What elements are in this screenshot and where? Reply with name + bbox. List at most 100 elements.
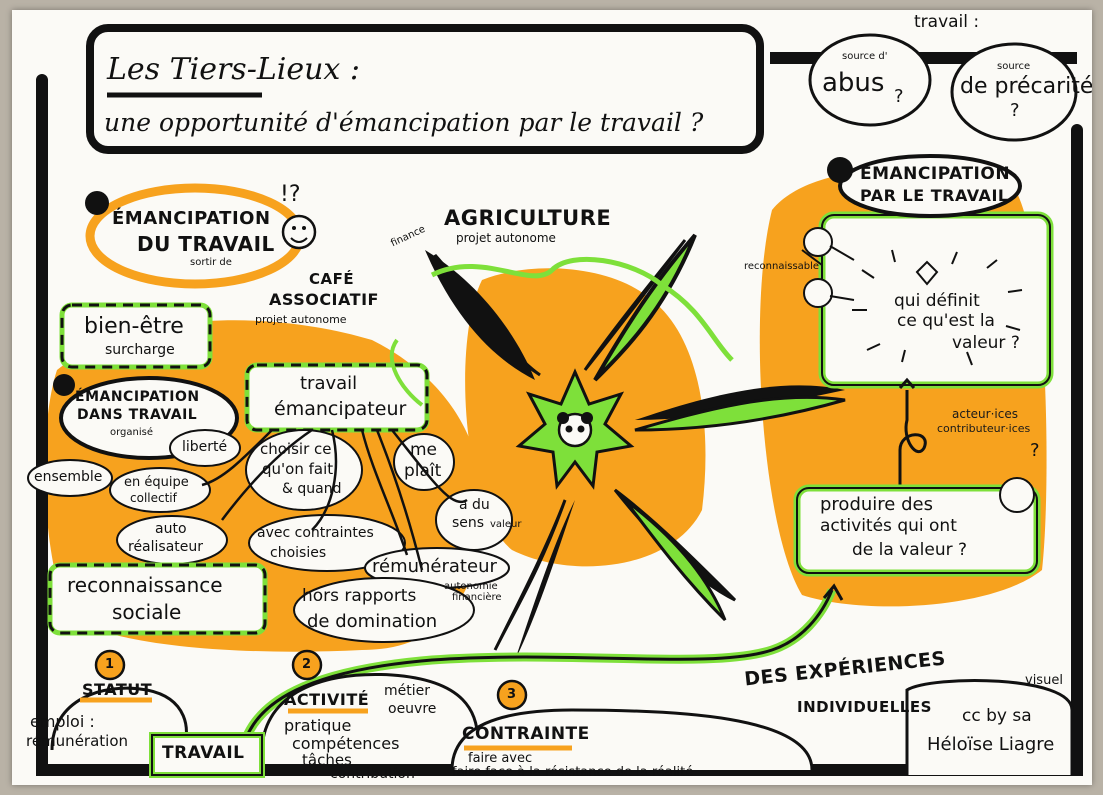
abus-question-mark: ?	[894, 86, 904, 107]
credits-box	[905, 678, 1074, 775]
number-1-badge	[94, 649, 126, 681]
abus-bubble	[808, 33, 932, 127]
du-sens-line1: a du	[459, 497, 490, 513]
contraintes-line1: avec contraintes	[257, 525, 374, 541]
equipe-bubble	[109, 467, 211, 513]
agriculture-label: AGRICULTURE	[444, 206, 612, 230]
exclamation-question: !?	[280, 182, 301, 207]
emploi-line1: emploi :	[30, 712, 95, 731]
sketchnote-paper: Les Tiers-Lieux : une opportunité d'éman…	[12, 10, 1092, 785]
precarite-small: source	[997, 61, 1031, 72]
equipe-line1: en équipe	[124, 475, 189, 490]
reconnaissance-line2: sociale	[112, 600, 182, 624]
number-3: 3	[507, 687, 517, 702]
bullet-dot	[85, 191, 109, 215]
activite-label: ACTIVITÉ	[284, 690, 370, 709]
reconnaissance-box	[47, 562, 268, 636]
central-flower	[425, 233, 846, 660]
precarite-question-mark: ?	[1010, 100, 1020, 121]
rays	[852, 249, 1023, 366]
remunerateur-label: rémunérateur	[372, 556, 497, 577]
agriculture-sub: projet autonome	[456, 231, 556, 245]
acteurs-line1: acteur·ices	[952, 407, 1018, 421]
equipe-line2: collectif	[130, 491, 177, 505]
acteurs-line2: contributeur·ices	[937, 422, 1031, 435]
reconnaissance-line1: reconnaissance	[67, 573, 223, 597]
me-plait-bubble	[393, 433, 455, 491]
emancipation-dans-line1: ÉMANCIPATION	[75, 389, 200, 405]
green-vine-top	[430, 256, 734, 362]
bien-etre-label: bien-être	[84, 314, 184, 339]
produire-line1: produire des	[820, 494, 933, 515]
emancipation-par-line1: ÉMANCIPATION	[860, 164, 1011, 184]
person-icon-1	[803, 227, 833, 257]
cafe-line2: ASSOCIATIF	[269, 290, 379, 309]
number-2-badge	[291, 649, 323, 681]
precarite-bubble	[950, 42, 1078, 142]
emancipation-du-travail-line1: ÉMANCIPATION	[112, 208, 271, 229]
diamond-icon	[915, 260, 939, 286]
number-3-badge	[496, 679, 528, 711]
title-box	[86, 24, 764, 154]
choisir-line3: & quand	[282, 481, 342, 497]
number-1: 1	[105, 657, 115, 672]
emploi-line2: rémunération	[26, 732, 129, 750]
faire-line1: faire avec	[468, 751, 533, 766]
number-2: 2	[302, 657, 312, 672]
ensemble-bubble	[27, 459, 113, 497]
contraintes-bubble	[248, 514, 406, 572]
surcharge-label: surcharge	[105, 342, 175, 358]
me-plait-line1: me	[410, 440, 438, 460]
faire-line2: faire face à la résistance de la réalité	[452, 765, 694, 780]
liberte-label: liberté	[182, 439, 228, 455]
auto-line1: auto	[155, 521, 187, 537]
me-plait-line2: plaît	[404, 461, 442, 481]
travail-em-line1: travail	[300, 373, 358, 394]
cc-label: cc by sa	[962, 706, 1032, 726]
author-label: Héloïse Liagre	[927, 734, 1055, 755]
title-line1: Les Tiers-Lieux :	[107, 52, 360, 87]
activite-bubble	[260, 672, 480, 753]
emancipation-dans-line2: DANS TRAVAIL	[77, 407, 198, 423]
travail-em-line2: émancipateur	[274, 398, 407, 420]
contribution-label: contribution	[330, 766, 415, 782]
thinking-person-icon	[999, 477, 1035, 513]
emancipation-par-line2: PAR LE TRAVAIL	[860, 186, 1009, 205]
metier-line2: oeuvre	[388, 701, 437, 717]
ensemble-label: ensemble	[34, 469, 103, 485]
hors-rapports-bubble	[293, 577, 475, 643]
du-sens-line2: sens	[452, 515, 485, 531]
liberte-bubble	[169, 429, 241, 467]
choisir-line1: choisir ce	[260, 440, 332, 458]
green-vine-left	[389, 338, 424, 407]
smiley-face	[281, 214, 317, 250]
precarite-word: de précarité	[960, 74, 1092, 99]
metier-line1: métier	[384, 683, 430, 699]
valeur-q1: qui définit	[894, 291, 980, 311]
sketchnote-drawing	[27, 24, 1083, 778]
auto-line2: réalisateur	[128, 539, 204, 555]
person-icon-2	[803, 278, 833, 308]
right-question-mark: ?	[1030, 440, 1040, 461]
emancipation-par-travail-oval	[838, 154, 1022, 218]
produire-line3: de la valeur ?	[852, 540, 968, 560]
hors-line2: de domination	[307, 611, 438, 632]
cafe-line1: CAFÉ	[309, 270, 355, 288]
competences-label: compétences	[292, 734, 400, 753]
contrainte-bubble	[450, 708, 814, 771]
contraintes-line2: choisies	[270, 545, 327, 561]
title-line2: une opportunité d'émancipation par le tr…	[104, 108, 704, 137]
valeur-q2: ce qu'est la	[897, 311, 995, 331]
sortir-de: sortir de	[190, 257, 232, 268]
reconnaissable-label: reconnaissable	[744, 261, 820, 272]
travail-label: TRAVAIL	[162, 743, 245, 763]
pratique-label: pratique	[284, 716, 352, 735]
du-sens-line3: valeur	[490, 519, 522, 530]
choisir-line2: qu'on fait	[262, 460, 334, 478]
abus-word: abus	[822, 68, 885, 98]
hors-line1: hors rapports	[302, 586, 417, 606]
travail-heading: travail :	[914, 12, 980, 32]
abus-small: source d'	[842, 51, 888, 62]
cafe-sub: projet autonome	[255, 313, 347, 326]
visuel-label: visuel	[1025, 673, 1063, 688]
